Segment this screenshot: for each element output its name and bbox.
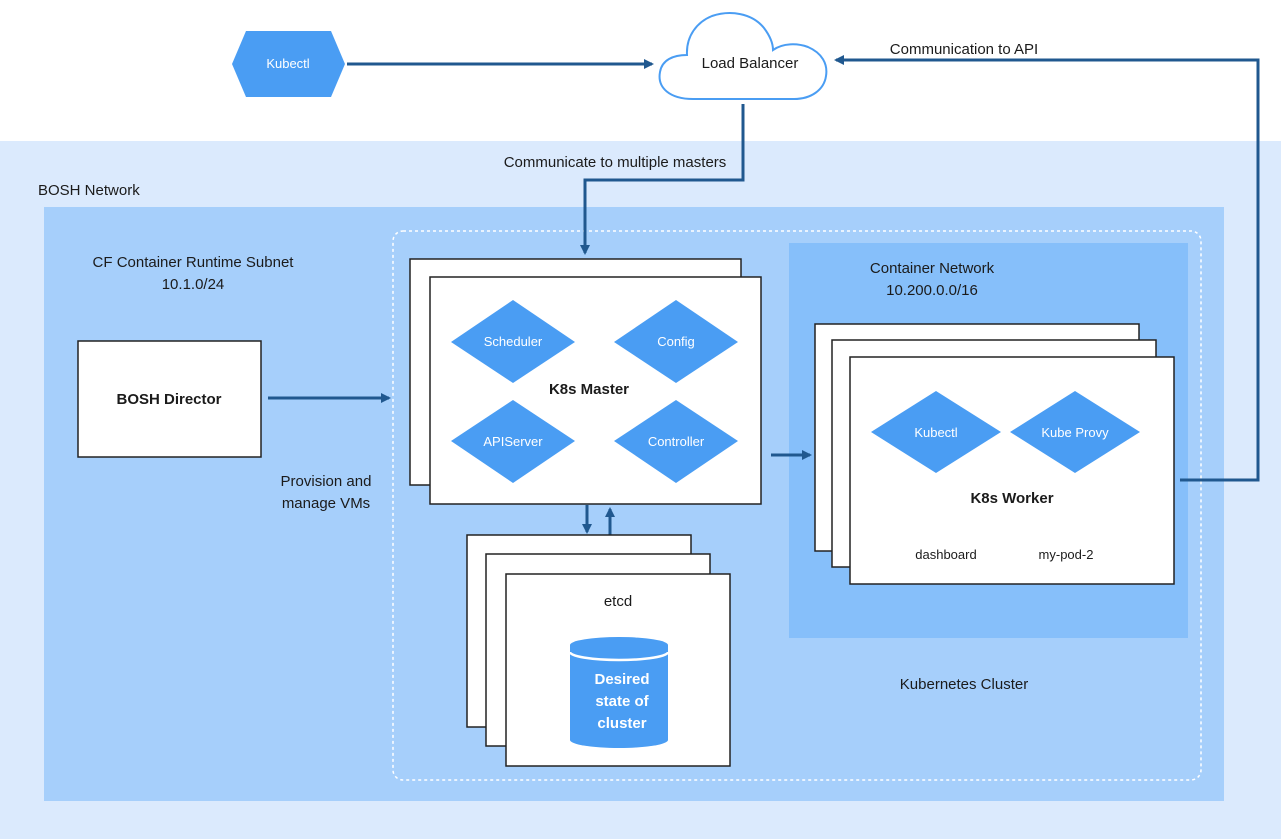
kubectl-external-label: Kubectl [266,56,309,71]
k8s-worker-box [849,356,1175,585]
apiserver-label: APIServer [483,434,543,449]
communicate-masters-label: Communicate to multiple masters [504,154,727,171]
bosh-director-label: BOSH Director [116,391,221,408]
communication-api-label: Communication to API [890,41,1038,58]
my-pod-label: my-pod-2 [1039,547,1094,562]
desired-state-line3: cluster [597,715,646,732]
k8s-worker-label: K8s Worker [970,490,1053,507]
desired-state-line1: Desired [594,671,649,688]
arrow-worker-to-lb [834,55,1260,482]
k8s-master-label: K8s Master [549,381,629,398]
bosh-network-label: BOSH Network [38,182,140,199]
config-label: Config [657,334,695,349]
container-network-title: Container Network [870,260,995,277]
provision-label-line2: manage VMs [282,495,370,512]
kube-proxy-label: Kube Provy [1041,425,1109,440]
kubernetes-cluster-label: Kubernetes Cluster [900,676,1028,693]
load-balancer-cloud-icon [658,12,828,100]
config-node [614,300,738,383]
controller-node [614,400,738,483]
subnet-cidr: 10.1.0/24 [162,276,225,293]
dashboard-label: dashboard [915,547,976,562]
provision-label-line1: Provision and [281,473,372,490]
container-network-cidr: 10.200.0.0/16 [886,282,978,299]
kubectl-external-node [232,31,345,97]
scheduler-node [451,300,575,383]
subnet-title: CF Container Runtime Subnet [93,254,295,271]
etcd-label: etcd [604,593,632,610]
scheduler-label: Scheduler [484,334,543,349]
controller-label: Controller [648,434,705,449]
desired-state-line2: state of [595,693,649,710]
k8s-master-box [429,276,762,505]
worker-kubectl-label: Kubectl [914,425,957,440]
bosh-director-box [77,340,262,458]
apiserver-node [451,400,575,483]
load-balancer-label: Load Balancer [702,55,799,72]
arrow-lb-to-master [580,104,745,255]
kubernetes-cluster-boundary [392,230,1202,781]
kube-proxy-node [1010,391,1140,473]
worker-kubectl-node [871,391,1001,473]
database-cylinder-icon [570,637,668,748]
database-cylinder-top-line [568,651,670,662]
